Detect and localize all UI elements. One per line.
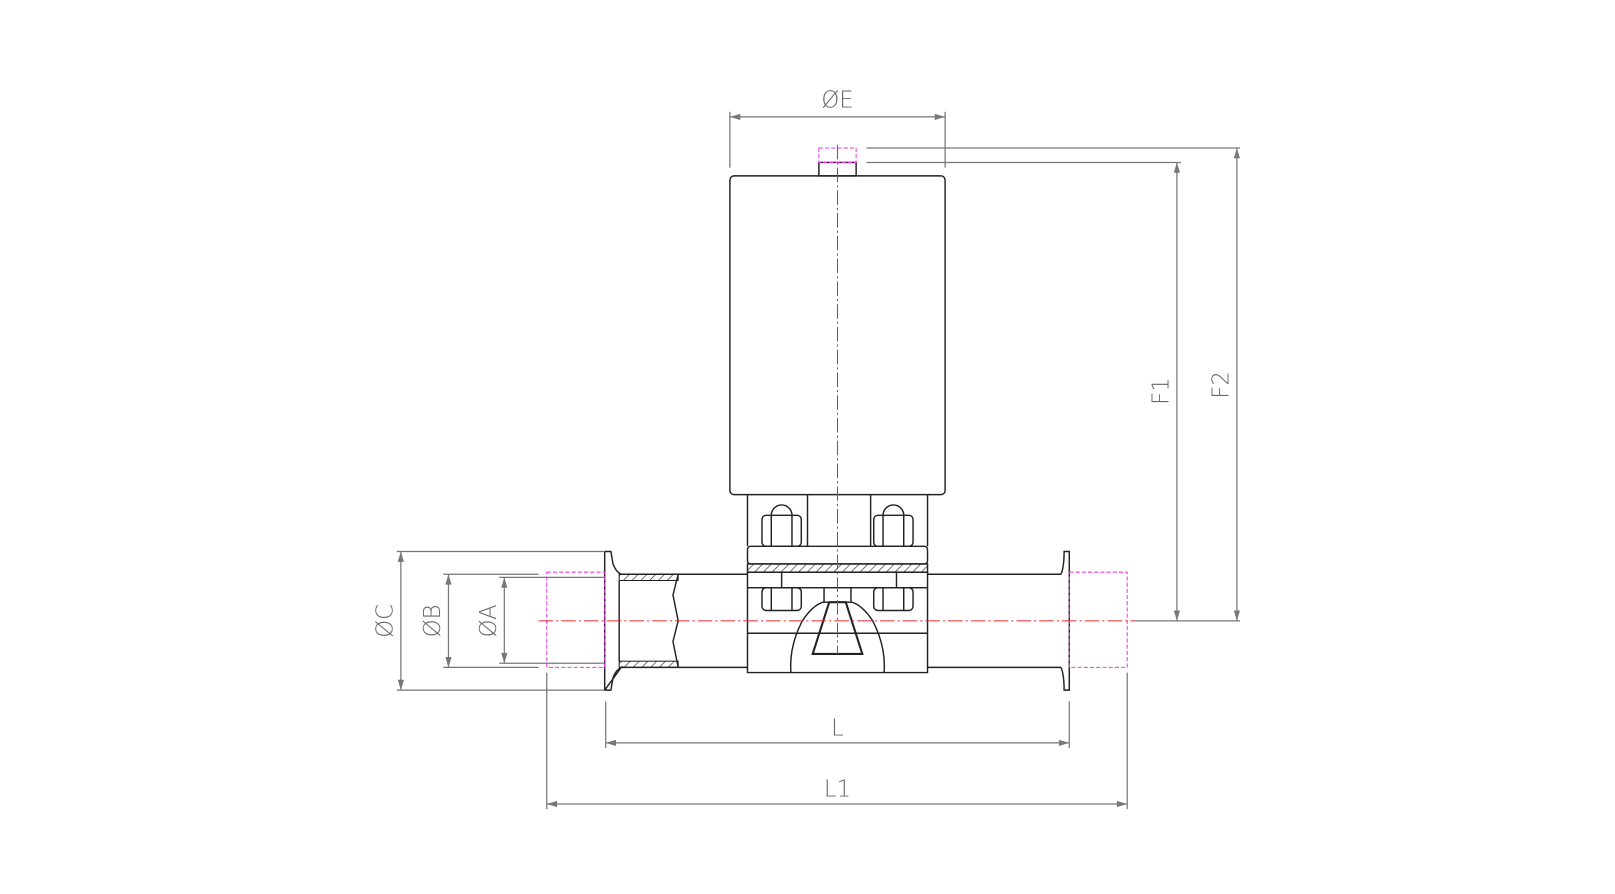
dimension-label-f1: F1 <box>1149 377 1175 405</box>
hidden-clamp-left <box>546 571 606 668</box>
yoke <box>746 494 929 547</box>
dimension-label-b: ØB <box>420 604 446 637</box>
dimension-diameters: ØC ØB ØA <box>373 550 605 691</box>
dimension-label-a: ØA <box>476 604 502 637</box>
dimension-label-f2: F2 <box>1209 371 1235 399</box>
dimension-f: F1 F2 <box>866 147 1241 622</box>
dimension-label-e: ØE <box>821 88 853 114</box>
dimension-e: ØE <box>729 88 946 168</box>
dimension-label-l1: L1 <box>824 777 851 803</box>
dimension-label-l: L <box>831 716 844 742</box>
dimension-label-c: ØC <box>373 604 399 638</box>
dimension-length: L L1 <box>546 672 1128 810</box>
hidden-clamp-right <box>1068 571 1128 668</box>
